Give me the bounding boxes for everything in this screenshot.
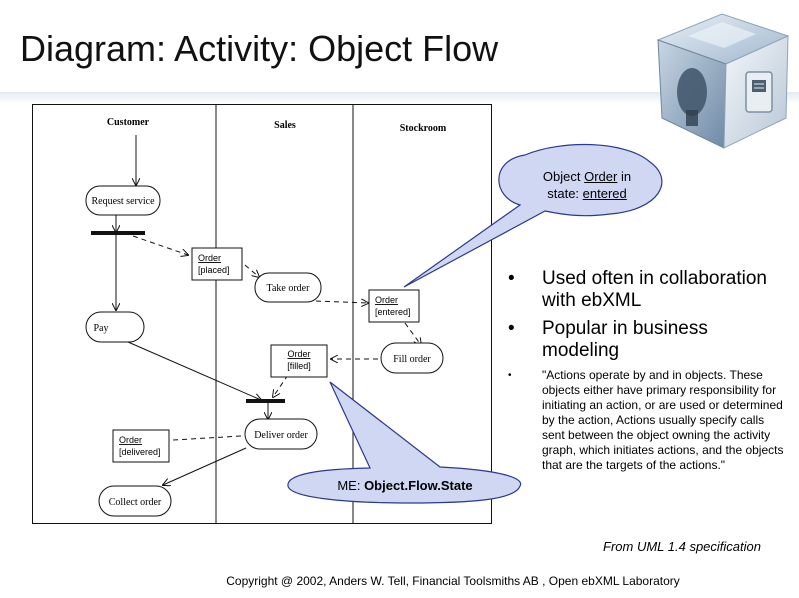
- callout-me-bold: Object.Flow.State: [364, 478, 473, 493]
- object-order-delivered: [112, 429, 170, 463]
- bullet-text: Used often in collaboration with ebXML: [542, 268, 767, 311]
- bullet-text: Popular in business modeling: [542, 318, 708, 361]
- callout-me-balloon: [287, 381, 522, 504]
- activity-diagram-canvas: Customer Sales Stockroom Request service…: [85, 105, 447, 523]
- bullet-list: • Used often in collaboration with ebXML…: [500, 268, 790, 473]
- object-order-delivered-name: Order: [119, 435, 142, 445]
- swimlane-sales: Sales: [274, 120, 296, 131]
- object-order-entered-state: [entered]: [375, 307, 411, 317]
- cube-logo-icon: [656, 13, 790, 149]
- object-order-placed: [191, 247, 243, 281]
- object-order-filled-name: Order: [287, 349, 310, 359]
- objflow-fork-to-placed: [132, 235, 188, 255]
- action-request-service: [85, 185, 161, 216]
- objflow-entered-to-fill: [404, 322, 421, 345]
- source-note: From UML 1.4 specification: [603, 539, 761, 554]
- swimlane-stockroom: Stockroom: [400, 123, 447, 134]
- callout-object-order-line2: state:: [547, 186, 583, 201]
- object-order-filled-state: [filled]: [287, 361, 311, 371]
- callout-object-order-text: Object Order in state: entered: [522, 168, 652, 202]
- objflow-filled-to-join: [273, 374, 289, 397]
- callout-object-order-link: Order: [584, 169, 618, 184]
- copyright-footer: Copyright @ 2002, Anders W. Tell, Financ…: [226, 574, 680, 588]
- action-take-order: [254, 272, 322, 303]
- callout-object-order-balloon: [403, 143, 663, 288]
- action-fill-order-label: Fill order: [393, 354, 431, 365]
- action-pay: [85, 311, 145, 343]
- action-pay-label: Pay: [94, 323, 109, 334]
- action-fill-order: [380, 342, 444, 374]
- flow-deliver-to-collect: [163, 447, 247, 485]
- action-collect-order-label: Collect order: [109, 497, 162, 508]
- callout-object-order-middle: in: [617, 169, 632, 184]
- object-order-delivered-state: [delivered]: [119, 447, 161, 457]
- bullet-item: • Popular in business modeling: [500, 318, 790, 362]
- action-request-service-label: Request service: [91, 196, 155, 207]
- objflow-placed-to-take: [244, 264, 259, 277]
- callout-me-prefix: ME:: [337, 478, 365, 493]
- bullet-quote-text: "Actions operate by and in objects. Thes…: [542, 368, 784, 472]
- bullet-dot: •: [508, 318, 515, 339]
- swimlane-customer: Customer: [107, 117, 150, 128]
- activity-diagram: Customer Sales Stockroom Request service…: [32, 104, 492, 524]
- action-deliver-order-label: Deliver order: [254, 430, 308, 441]
- callout-me-text: ME: Object.Flow.State: [300, 477, 510, 494]
- callout-object-order-state-link: entered: [582, 186, 627, 201]
- object-order-placed-state: [placed]: [198, 265, 230, 275]
- object-order-entered-name: Order: [375, 295, 398, 305]
- bullet-dot: •: [508, 370, 512, 381]
- bullet-item: • Used often in collaboration with ebXML: [500, 268, 790, 312]
- bullet-dot: •: [508, 268, 515, 289]
- action-take-order-label: Take order: [267, 283, 311, 294]
- object-order-placed-name: Order: [198, 253, 221, 263]
- object-order-entered: [368, 289, 420, 323]
- callout-object-order-prefix: Object: [542, 169, 585, 184]
- slide-title: Diagram: Activity: Object Flow: [20, 28, 499, 69]
- flow-pay-to-join: [127, 341, 261, 400]
- title-divider: [0, 92, 799, 104]
- action-collect-order: [98, 485, 172, 517]
- action-deliver-order: [244, 418, 318, 450]
- bullet-item-quote: • "Actions operate by and in objects. Th…: [500, 368, 790, 473]
- object-order-filled: [270, 344, 328, 378]
